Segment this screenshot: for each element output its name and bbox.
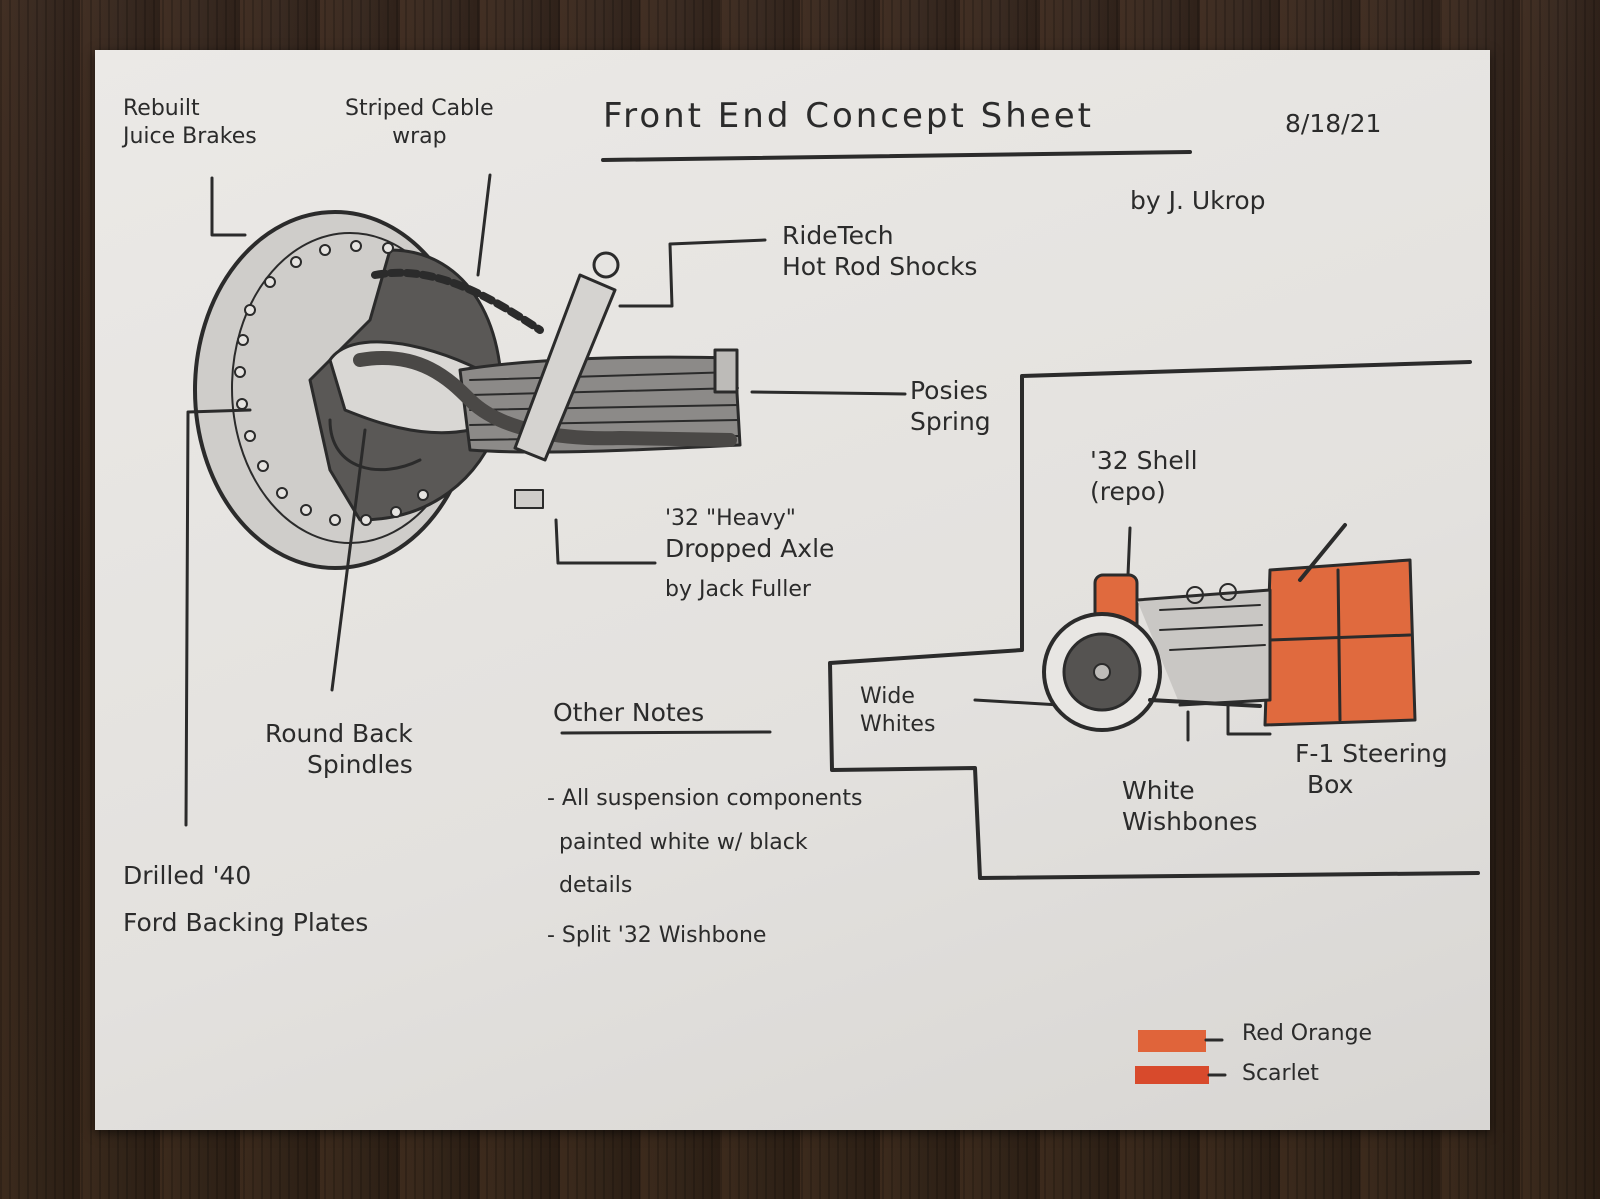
label-cable-wrap: Striped Cable wrap <box>345 96 494 149</box>
label-spring: Posies Spring <box>910 376 991 437</box>
legend-label-red-orange: Red Orange <box>1242 1021 1373 1046</box>
sheet-author: by J. Ukrop <box>1130 186 1266 215</box>
note-line: details <box>559 873 633 898</box>
leader-wide-whites <box>973 698 1062 707</box>
label-brakes: Rebuilt Juice Brakes <box>123 96 257 149</box>
label-backing-plates: Drilled '40 Ford Backing Plates <box>123 861 369 938</box>
hot-rod-drawing <box>1042 523 1417 732</box>
page-title: Front End Concept Sheet <box>603 96 1094 136</box>
legend-swatches <box>1135 1030 1227 1084</box>
leader-shell <box>1126 526 1132 577</box>
label-wide-whites: Wide Whites <box>860 684 936 737</box>
sheet-date: 8/18/21 <box>1285 109 1382 138</box>
hot-rod-inset-frame <box>828 360 1480 880</box>
notes-list: - All suspension components painted whit… <box>547 785 862 949</box>
leader-cable <box>476 173 492 277</box>
note-line: - All suspension components <box>547 786 863 811</box>
leader-axle <box>554 518 657 565</box>
legend-label-scarlet: Scarlet <box>1242 1061 1319 1086</box>
label-wishbones: White Wishbones <box>1122 776 1258 837</box>
leader-lines <box>184 173 1272 827</box>
label-shocks: RideTech Hot Rod Shocks <box>782 221 978 282</box>
notes-heading-underline <box>560 730 772 735</box>
note-line: painted white w/ black <box>559 829 808 855</box>
label-shell: '32 Shell (repo) <box>1090 446 1198 507</box>
label-steering-box: F-1 Steering Box <box>1295 739 1448 800</box>
leader-spindles <box>330 428 367 692</box>
leader-shocks <box>618 238 767 308</box>
notes-heading: Other Notes <box>553 698 705 727</box>
leader-steering-box <box>1226 698 1272 736</box>
leader-brakes <box>210 176 247 237</box>
legend-swatch-scarlet <box>1135 1066 1209 1084</box>
axle-spring-drawing <box>353 251 742 509</box>
leader-backing-plates <box>184 408 252 827</box>
title-underline <box>601 150 1192 162</box>
label-axle: '32 "Heavy" Dropped Axle by Jack Fuller <box>665 506 835 602</box>
label-spindles: Round Back Spindles <box>265 719 413 780</box>
leader-spring <box>750 390 907 396</box>
note-line: - Split '32 Wishbone <box>547 922 767 948</box>
legend-swatch-red-orange <box>1138 1030 1206 1052</box>
